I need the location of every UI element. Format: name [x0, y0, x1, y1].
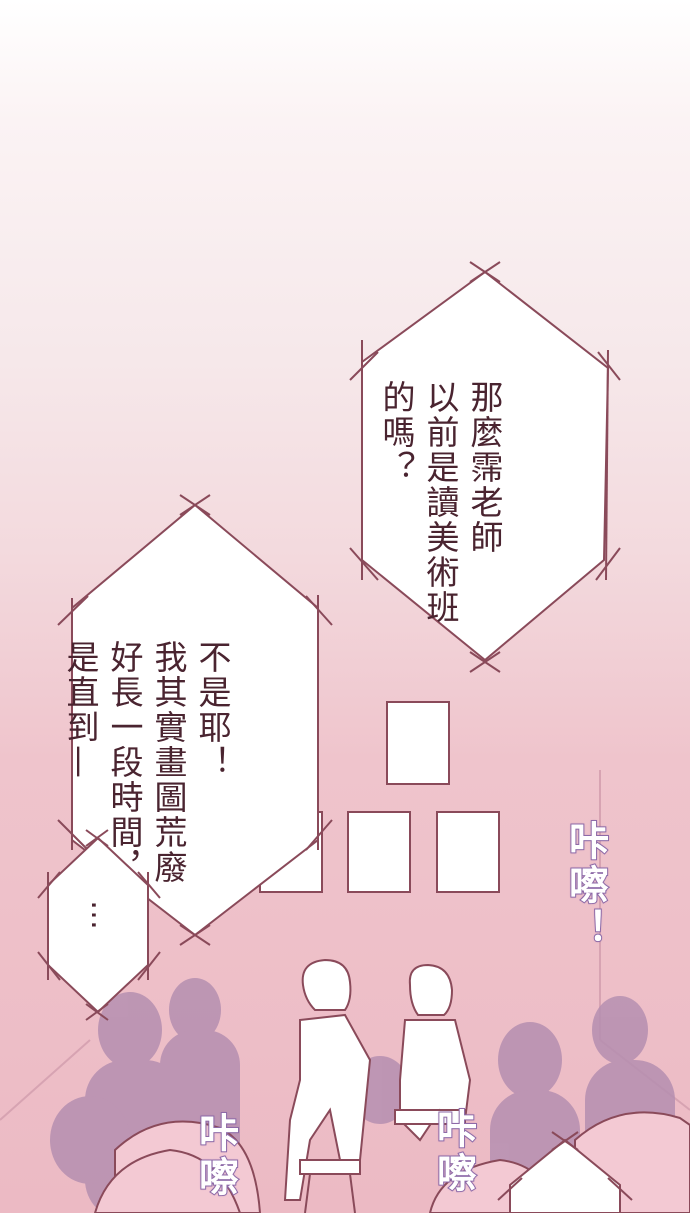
bubble-top-right-text: 那麼霈老師 以前是讀美術班 的嗎？ [377, 355, 550, 625]
bubble-small-left-text: … [84, 900, 119, 930]
wall-frame-top [386, 701, 450, 785]
bubble-middle-left-line-1: 不是耶！ [193, 639, 232, 780]
bubble-middle-left-line-3: 好長一段時間， [105, 639, 144, 885]
speaker-left [283, 958, 372, 1213]
wall-frame-right [436, 811, 500, 893]
bubble-middle-left-line-4: 是直到— [61, 639, 100, 780]
wall-frame-center [347, 811, 411, 893]
sfx-camera-click-bottom-left: 咔嚓 [191, 1111, 239, 1201]
bubble-middle-left-line-2: 我其實畫圖荒廢 [149, 639, 188, 885]
sfx-camera-click-right: 咔嚓！ [561, 819, 609, 953]
sfx-camera-click-bottom-center: 咔嚓 [429, 1107, 477, 1197]
bubble-top-right-line-2: 以前是讀美術班 [421, 379, 460, 625]
bubble-top-right-line-3: 的嗎？ [377, 379, 416, 485]
bubble-middle-left-text: 不是耶！ 我其實畫圖荒廢 好長一段時間， 是直到— [61, 615, 278, 915]
speaker-right [394, 963, 472, 1142]
bubble-top-right-line-1: 那麼霈老師 [465, 379, 504, 555]
